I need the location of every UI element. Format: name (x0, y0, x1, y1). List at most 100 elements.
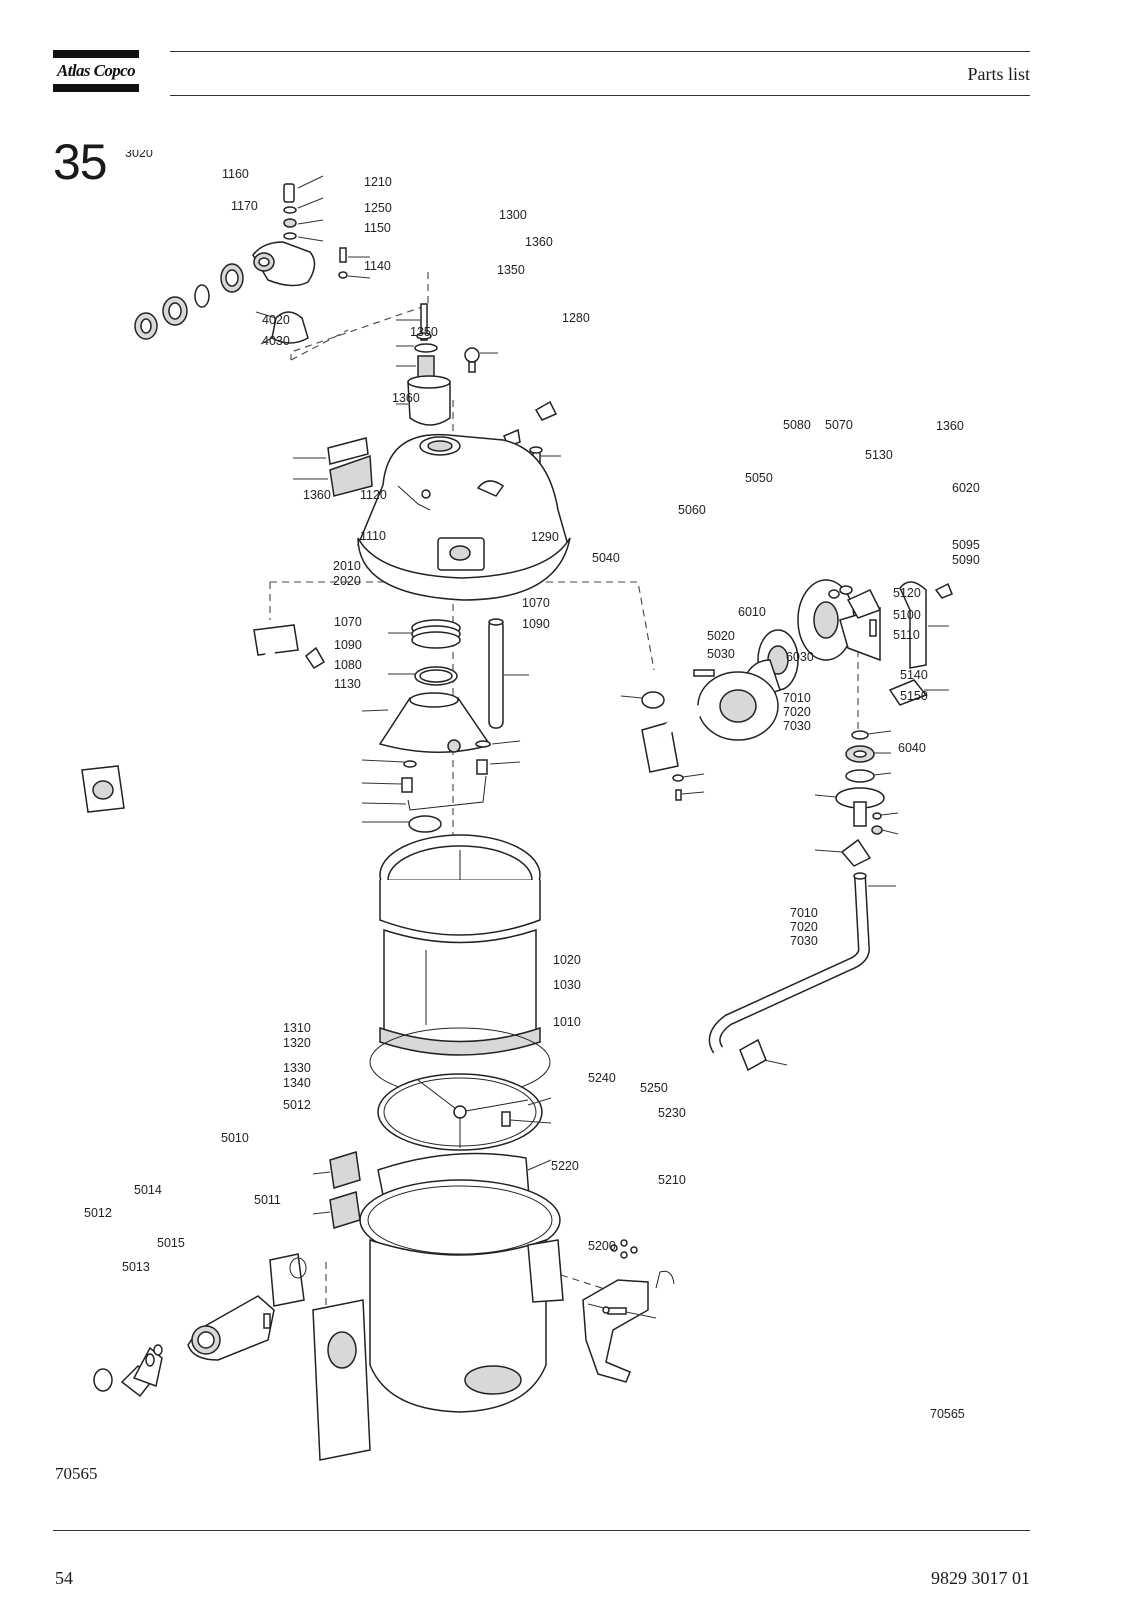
warning-decals-top (327, 437, 373, 497)
header-rule-bottom (170, 95, 1030, 96)
exploded-parts-drawing: 1240122012301220120030103040303030201180… (58, 150, 1018, 1480)
part-callout: 1280 (562, 311, 590, 325)
part-callout: 7030 (790, 934, 818, 948)
part-callout: 5200 (588, 1239, 616, 1253)
lower-housing (312, 1152, 564, 1461)
part-callout: 5080 (783, 418, 811, 432)
right-outlet-assembly (641, 579, 953, 801)
part-callout: 5230 (658, 1106, 686, 1120)
part-callout: 5110 (893, 628, 920, 642)
part-callout: 1070 (522, 596, 550, 610)
part-callout: 7030 (783, 719, 811, 733)
part-callout: 5030 (707, 647, 735, 661)
callout-leader-lines (255, 175, 949, 1319)
part-callout: 5013 (122, 1260, 150, 1274)
logo-bar-top (53, 50, 139, 58)
page-number: 54 (55, 1568, 73, 1588)
mounting-bracket (582, 1239, 675, 1383)
part-callout: 1160 (222, 167, 249, 181)
part-callout: 5010 (221, 1131, 249, 1145)
part-callout: 1360 (936, 419, 964, 433)
section-number: 35 (53, 134, 108, 190)
part-callout: 1110 (360, 529, 386, 543)
part-callout: 5012 (283, 1098, 311, 1112)
warning-decals-lower (329, 1151, 361, 1229)
part-callout: 1020 (553, 953, 581, 967)
part-callout: 4030 (262, 334, 290, 348)
part-callout: 1360 (525, 235, 553, 249)
part-callout: 5240 (588, 1071, 616, 1085)
part-callout: 5150 (900, 689, 928, 703)
part-callout: 5250 (640, 1081, 668, 1095)
part-callout: 7010 (790, 906, 818, 920)
part-callout: 6040 (898, 741, 926, 755)
separator-element (379, 834, 541, 1056)
part-callout: 6010 (738, 605, 766, 619)
drawing-canvas: 1240122012301220120030103040303030201180… (81, 150, 980, 1461)
part-callout: 5210 (658, 1173, 686, 1187)
part-callout: 5090 (952, 553, 980, 567)
logo-wordmark: Atlas Copco (57, 61, 136, 80)
header-title: Parts list (967, 64, 1030, 84)
part-callout: 1330 (283, 1061, 311, 1075)
part-callout: 1140 (364, 259, 391, 273)
part-callout: 5070 (825, 418, 853, 432)
part-callout: 1350 (410, 325, 438, 339)
document-number: 9829 3017 01 (931, 1568, 1030, 1588)
footer-rule (53, 1530, 1030, 1531)
part-callout: 6030 (786, 650, 814, 664)
gasket-and-grid (369, 1027, 551, 1151)
part-callout: 1090 (334, 638, 362, 652)
part-callout: 7020 (783, 705, 811, 719)
top-cap-assembly (252, 183, 348, 287)
part-callout: 1170 (231, 199, 258, 213)
logo-bar-bottom (53, 84, 139, 92)
part-callout: 5050 (745, 471, 773, 485)
callout-labels: 1240122012301220120030103040303030201180… (84, 150, 980, 1274)
part-callout: 2010 (333, 559, 361, 573)
part-callout: 3020 (125, 150, 153, 160)
part-callout: 5011 (254, 1193, 281, 1207)
upper-housing (357, 433, 571, 601)
part-callout: 5040 (592, 551, 620, 565)
part-callout: 5140 (900, 668, 928, 682)
part-callout: 1150 (364, 221, 391, 235)
outlet-assembly-5010 (93, 1253, 307, 1398)
part-callout: 5012 (84, 1206, 112, 1220)
part-callout: 5060 (678, 503, 706, 517)
return-pipe-6040 (708, 872, 871, 1072)
part-callout: 1210 (364, 175, 392, 189)
part-callout: 2020 (333, 574, 361, 588)
inlet-fittings (134, 263, 309, 344)
drawing-reference: 70565 (55, 1464, 98, 1483)
part-callout: 5020 (707, 629, 735, 643)
right-vertical-stack (835, 730, 885, 867)
part-callout: 5220 (551, 1159, 579, 1173)
part-callout: 7010 (783, 691, 811, 705)
part-callout: 5015 (157, 1236, 185, 1250)
header-rule-top (170, 51, 1030, 52)
part-callout: 5130 (865, 448, 893, 462)
part-callout: 1130 (334, 677, 361, 691)
part-callout: 5095 (952, 538, 980, 552)
springs-and-rod (411, 618, 504, 729)
atlas-copco-logo: Atlas Copco (53, 50, 139, 92)
central-bolt-and-filter (407, 303, 480, 426)
part-callout: 1080 (334, 658, 362, 672)
drawing-ref-inside: 70565 (930, 1407, 965, 1421)
part-callout: 4020 (262, 313, 290, 327)
part-callout: 1090 (522, 617, 550, 631)
part-callout: 5100 (893, 608, 921, 622)
part-callout: 1310 (283, 1021, 311, 1035)
part-callout: 1300 (499, 208, 527, 222)
part-callout: 1340 (283, 1076, 311, 1090)
funnel-2010 (378, 692, 492, 833)
part-callout: 1350 (497, 263, 525, 277)
part-callout: 1360 (303, 488, 331, 502)
part-callout: 1070 (334, 615, 362, 629)
part-callout: 1250 (364, 201, 392, 215)
part-callout: 1010 (553, 1015, 581, 1029)
part-callout: 1030 (553, 978, 581, 992)
part-callout: 1120 (360, 488, 387, 502)
part-callout: 5120 (893, 586, 921, 600)
